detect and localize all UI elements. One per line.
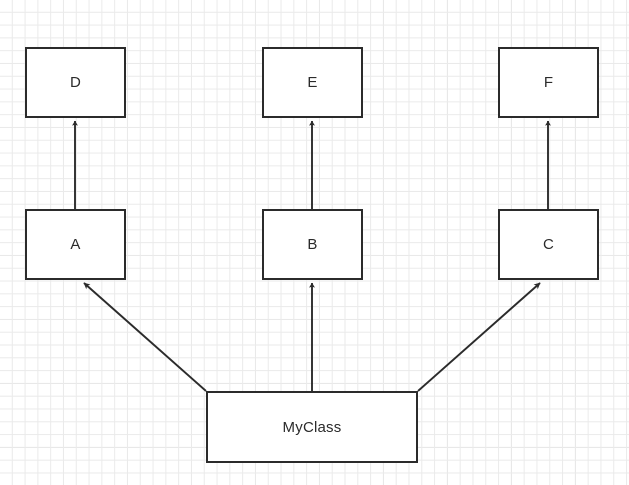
class-node-myclass-label: MyClass <box>282 418 342 436</box>
class-node-b[interactable]: B <box>262 209 363 280</box>
class-node-e-label: E <box>307 74 318 91</box>
class-node-c-label: C <box>542 236 555 253</box>
class-node-f[interactable]: F <box>498 47 599 118</box>
class-node-b-label: B <box>307 236 318 253</box>
class-node-d-label: D <box>69 74 82 91</box>
class-node-c[interactable]: C <box>498 209 599 280</box>
edge-myclass-to-a <box>83 282 207 392</box>
class-node-d[interactable]: D <box>25 47 126 118</box>
class-node-f-label: F <box>543 74 554 91</box>
class-node-e[interactable]: E <box>262 47 363 118</box>
edge-myclass-to-c <box>417 282 541 392</box>
class-node-myclass[interactable]: MyClass <box>206 391 418 463</box>
class-node-a-label: A <box>70 236 81 253</box>
class-node-a[interactable]: A <box>25 209 126 280</box>
